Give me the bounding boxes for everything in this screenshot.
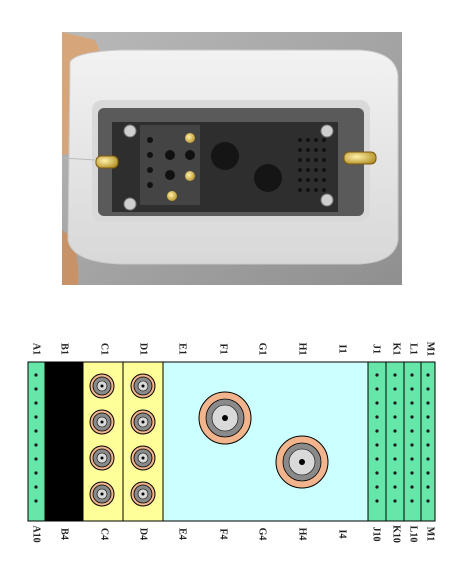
signal-pin-j2: [375, 387, 379, 391]
coax-center-pin-c1: [100, 384, 104, 388]
signal-pin-l7: [410, 457, 414, 461]
signal-pin-m9: [426, 485, 430, 489]
signal-pin-m10: [426, 499, 430, 503]
signal-pin-k10: [393, 499, 397, 503]
coax-center-pin-c4: [100, 492, 104, 496]
top-label-b1: B1: [59, 343, 70, 355]
bottom-label-l10: L10: [408, 526, 419, 543]
signal-zone-jklm: [367, 361, 436, 522]
top-label-l1: L1: [408, 343, 419, 355]
bottom-label-a10: A10: [31, 525, 42, 542]
coax-center-pin-d3: [141, 456, 145, 460]
signal-pin-k6: [393, 443, 397, 447]
top-label-k1: K1: [391, 343, 402, 356]
signal-pin-l5: [410, 429, 414, 433]
signal-pin-l4: [410, 415, 414, 419]
power-center-pin-h: [299, 459, 305, 465]
signal-pin-a10: [34, 499, 38, 503]
signal-pin-j4: [375, 415, 379, 419]
signal-pin-l10: [410, 499, 414, 503]
signal-pin-k5: [393, 429, 397, 433]
signal-pin-k7: [393, 457, 397, 461]
top-label-h1: H1: [297, 343, 308, 356]
signal-pin-a1: [34, 373, 38, 377]
coax-center-pin-c2: [100, 420, 104, 424]
signal-pin-k2: [393, 387, 397, 391]
top-label-i1: I1: [337, 345, 348, 354]
signal-pin-m4: [426, 415, 430, 419]
bottom-label-d4: D4: [138, 528, 149, 540]
signal-pin-l8: [410, 471, 414, 475]
signal-pin-j6: [375, 443, 379, 447]
signal-pin-m6: [426, 443, 430, 447]
power-center-pin-f: [222, 415, 228, 421]
signal-pin-m7: [426, 457, 430, 461]
bottom-label-h4: H4: [297, 528, 308, 541]
signal-pin-m3: [426, 401, 430, 405]
top-label-g1: G1: [257, 343, 268, 356]
top-label-j1: J1: [371, 344, 382, 354]
signal-pin-a5: [34, 429, 38, 433]
signal-pin-j7: [375, 457, 379, 461]
top-label-d1: D1: [138, 343, 149, 355]
bottom-label-c4: C4: [99, 528, 110, 540]
signal-pin-k1: [393, 373, 397, 377]
bottom-label-k10: K10: [391, 525, 402, 543]
signal-pin-j5: [375, 429, 379, 433]
signal-pin-a7: [34, 457, 38, 461]
coax-center-pin-d2: [141, 420, 145, 424]
signal-pin-k9: [393, 485, 397, 489]
signal-pin-j3: [375, 401, 379, 405]
coax-center-pin-d1: [141, 384, 145, 388]
signal-pin-k3: [393, 401, 397, 405]
signal-pin-a3: [34, 401, 38, 405]
signal-pin-k8: [393, 471, 397, 475]
signal-pin-l1: [410, 373, 414, 377]
signal-pin-m5: [426, 429, 430, 433]
signal-pin-a6: [34, 443, 38, 447]
bottom-label-e4: E4: [177, 528, 188, 540]
bottom-label-i4: I4: [337, 530, 348, 539]
signal-pin-j8: [375, 471, 379, 475]
bottom-label-j10: J10: [371, 527, 382, 542]
signal-pin-l3: [410, 401, 414, 405]
coax-center-pin-c3: [100, 456, 104, 460]
top-label-m1: M1: [425, 342, 436, 356]
signal-pin-a2: [34, 387, 38, 391]
signal-pin-j1: [375, 373, 379, 377]
signal-pin-a4: [34, 415, 38, 419]
signal-pin-a9: [34, 485, 38, 489]
signal-pin-l6: [410, 443, 414, 447]
key-zone-b: [45, 362, 83, 521]
top-label-f1: F1: [218, 343, 229, 354]
signal-pin-k4: [393, 415, 397, 419]
connector-outline: [27, 361, 436, 522]
signal-pin-m2: [426, 387, 430, 391]
bottom-label-g4: G4: [257, 528, 268, 541]
top-label-c1: C1: [99, 343, 110, 355]
bottom-label-m1: M1: [425, 527, 436, 541]
signal-pin-j9: [375, 485, 379, 489]
top-label-e1: E1: [177, 343, 188, 355]
top-label-a1: A1: [31, 343, 42, 355]
coax-center-pin-d4: [141, 492, 145, 496]
signal-pin-l2: [410, 387, 414, 391]
bottom-label-b4: B4: [59, 528, 70, 540]
signal-pin-m1: [426, 373, 430, 377]
signal-zone-a: [27, 361, 46, 522]
signal-pin-j10: [375, 499, 379, 503]
signal-pin-l9: [410, 485, 414, 489]
signal-pin-a8: [34, 471, 38, 475]
bottom-label-f4: F4: [218, 528, 229, 539]
signal-pin-m8: [426, 471, 430, 475]
